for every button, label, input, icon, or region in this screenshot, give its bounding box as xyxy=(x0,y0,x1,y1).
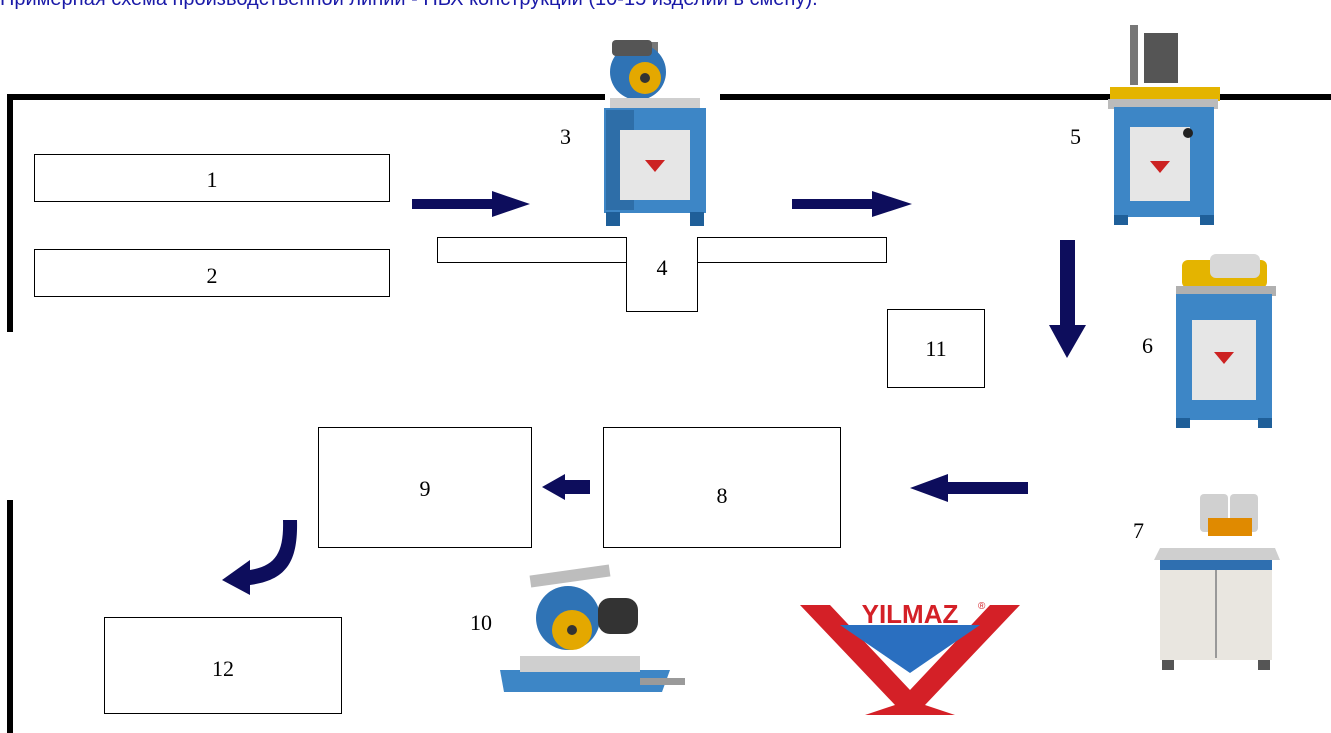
station-1-label: 1 xyxy=(206,167,218,192)
station-9-label: 9 xyxy=(419,476,431,501)
station-11-label: 11 xyxy=(925,336,947,361)
walls xyxy=(7,94,1331,733)
station-1-box: 1 xyxy=(34,154,390,202)
station-2-label: 2 xyxy=(206,263,218,288)
station-11-box: 11 xyxy=(887,309,985,388)
station-10-label: 10 xyxy=(470,610,492,635)
arrow-left-2 xyxy=(542,474,590,500)
station-7-label: 7 xyxy=(1133,518,1144,543)
logo-registered-mark: ® xyxy=(978,601,986,612)
arrow-down xyxy=(1049,240,1086,358)
saw-machine-3-image xyxy=(604,40,706,226)
station-12-label: 12 xyxy=(212,656,234,681)
copy-router-machine-5-image xyxy=(1108,25,1220,225)
station-4-label: 4 xyxy=(656,255,668,280)
station-3-label: 3 xyxy=(560,124,571,149)
station-5-label: 5 xyxy=(1070,124,1081,149)
station-6-label: 6 xyxy=(1142,333,1153,358)
diagram-title: Примерная схема производственной линии -… xyxy=(0,0,1331,11)
station-9-box: 9 xyxy=(318,427,532,548)
logo-text: YILMAZ xyxy=(862,599,959,629)
station-4-box: 4 xyxy=(626,237,698,312)
arrow-right-1 xyxy=(412,191,530,217)
arrow-right-2 xyxy=(792,191,912,217)
yilmaz-logo: YILMAZ ® xyxy=(800,599,1020,715)
mitre-saw-machine-10-image xyxy=(500,564,685,692)
end-milling-machine-6-image xyxy=(1176,254,1276,428)
welding-machine-7-image xyxy=(1154,494,1280,670)
flow-arrows xyxy=(222,191,1086,595)
arrow-curve xyxy=(222,520,298,595)
station-8-label: 8 xyxy=(716,483,728,508)
station-12-box: 12 xyxy=(104,617,342,714)
station-2-box: 2 xyxy=(34,249,390,297)
station-8-box: 8 xyxy=(603,427,841,548)
arrow-left-1 xyxy=(910,474,1028,502)
